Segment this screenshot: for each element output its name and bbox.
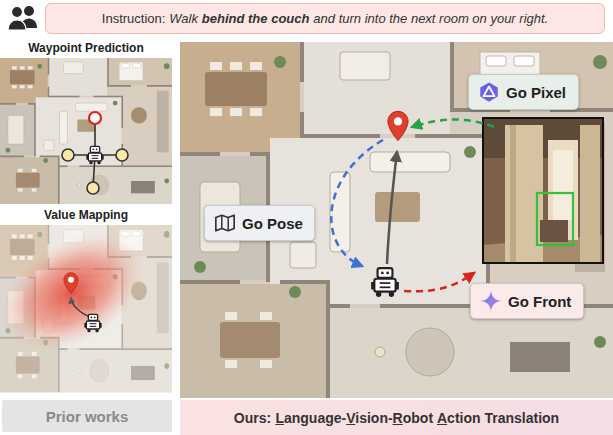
camera-inset-part bbox=[540, 220, 568, 242]
action-icon bbox=[480, 290, 502, 312]
panel-heading: Value Mapping bbox=[44, 207, 128, 223]
action-label: Go Front bbox=[508, 293, 571, 310]
prior-works-band: Prior works bbox=[2, 400, 172, 432]
people-icon bbox=[8, 6, 37, 30]
instruction-box: Instruction:Walk behind the couchand turn… bbox=[45, 3, 605, 34]
acronym-word: Action bbox=[437, 410, 481, 426]
instruction-prefix: Instruction: bbox=[102, 11, 166, 26]
acronym-word: Translation bbox=[484, 410, 559, 426]
camera-inset-part bbox=[580, 125, 600, 263]
waypoint-graph-part bbox=[62, 149, 74, 161]
waypoint-panel: Waypoint Prediction bbox=[0, 40, 172, 204]
camera-inset-part bbox=[483, 118, 603, 263]
camera-inset-part bbox=[510, 125, 516, 263]
band-label: Prior works bbox=[46, 408, 129, 425]
waypoint-thumbnail bbox=[0, 58, 172, 204]
action-box: Go Front bbox=[470, 283, 584, 319]
value-map-panel: Value Mapping bbox=[0, 207, 172, 393]
camera-inset bbox=[483, 118, 603, 263]
action-arrows-part bbox=[412, 119, 494, 127]
waypoint-thumbnail-part bbox=[0, 58, 172, 204]
value-map-thumbnail-part bbox=[84, 314, 101, 332]
action-label: Go Pose bbox=[242, 215, 303, 232]
floor-plan-map bbox=[180, 42, 613, 398]
people-icon-part bbox=[8, 20, 26, 30]
goal-pin bbox=[388, 111, 408, 140]
action-box: Go Pixel bbox=[468, 74, 579, 110]
robot-icon-part bbox=[371, 268, 399, 297]
acronym-word: Vision- bbox=[346, 410, 392, 426]
waypoint-graph-part bbox=[86, 146, 103, 164]
goal-pin-part bbox=[388, 111, 408, 140]
band-label: Ours: bbox=[234, 410, 271, 426]
action-icon bbox=[480, 82, 497, 101]
action-arrows-part bbox=[404, 273, 474, 291]
instruction-text: Walk bbox=[169, 11, 198, 26]
value-map-thumbnail bbox=[0, 225, 172, 393]
waypoint-graph-part bbox=[68, 118, 122, 188]
people-icon-part bbox=[12, 7, 23, 18]
waypoint-graph-part bbox=[89, 112, 101, 124]
acronym-word: Language- bbox=[275, 410, 346, 426]
action-icon bbox=[216, 215, 234, 231]
action-icon bbox=[478, 81, 500, 103]
acronym-word: Robot bbox=[393, 410, 433, 426]
waypoint-graph-part bbox=[87, 182, 99, 194]
action-arrows-part bbox=[331, 140, 383, 266]
action-arrows bbox=[331, 119, 494, 291]
action-label: Go Pixel bbox=[506, 84, 566, 101]
panel-heading: Waypoint Prediction bbox=[28, 40, 144, 56]
instruction-emphasis: behind the couch bbox=[202, 11, 310, 26]
value-map-thumbnail-part bbox=[64, 273, 78, 294]
camera-inset-part bbox=[553, 150, 573, 220]
camera-inset-part bbox=[483, 118, 603, 263]
people-icon-part bbox=[24, 6, 34, 16]
action-icon bbox=[214, 212, 236, 234]
instruction-text: and turn into the next room on your righ… bbox=[313, 11, 548, 26]
camera-inset-part bbox=[537, 193, 573, 245]
action-box: Go Pose bbox=[204, 205, 315, 241]
action-arrows-part bbox=[387, 152, 397, 264]
value-map-thumbnail-part bbox=[0, 225, 165, 374]
waypoint-graph-part bbox=[116, 149, 128, 161]
action-icon bbox=[480, 290, 502, 312]
ours-band: Ours:Language-Vision-RobotActionTranslat… bbox=[180, 400, 613, 435]
robot-icon bbox=[371, 268, 399, 297]
floor-plan-map-part bbox=[180, 42, 613, 398]
waypoint-graph bbox=[62, 112, 128, 194]
